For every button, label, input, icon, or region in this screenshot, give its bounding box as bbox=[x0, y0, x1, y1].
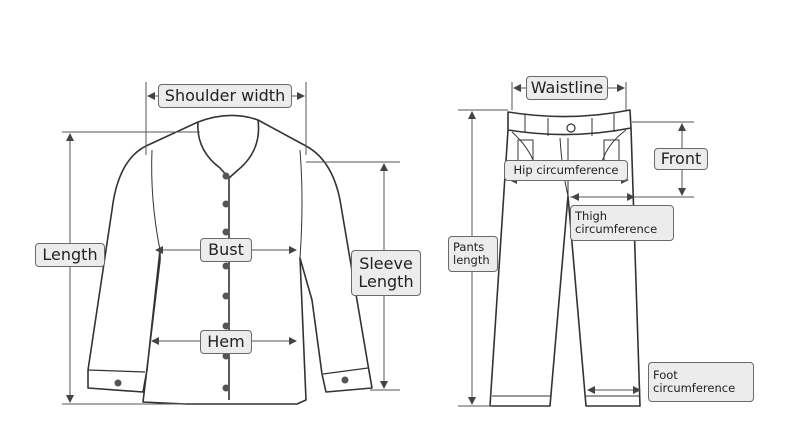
bust-label: Bust bbox=[200, 238, 252, 262]
shirt-outline bbox=[87, 114, 373, 405]
button-dot bbox=[222, 200, 230, 208]
pants-outline bbox=[489, 109, 641, 407]
button-dot bbox=[222, 292, 230, 300]
button-dot bbox=[222, 384, 230, 392]
button-dot bbox=[222, 172, 230, 180]
waist-button bbox=[566, 123, 576, 133]
hip-circumference-label: Hip circumference bbox=[504, 160, 628, 181]
button-dot bbox=[222, 322, 230, 330]
cuff-button-dot bbox=[341, 376, 349, 384]
front-label: Front bbox=[654, 148, 708, 170]
waistline-label: Waistline bbox=[526, 76, 608, 100]
thigh-circumference-label: Thigh circumference bbox=[570, 205, 674, 241]
sleeve-length-label: Sleeve Length bbox=[351, 250, 421, 296]
button-dot bbox=[222, 228, 230, 236]
foot-circumference-label: Foot circumference bbox=[648, 362, 754, 402]
button-dot bbox=[222, 262, 230, 270]
cuff-button-dot bbox=[114, 379, 122, 387]
shirt-buttons bbox=[114, 172, 349, 392]
hem-label: Hem bbox=[200, 330, 252, 354]
pants-guides bbox=[458, 82, 694, 407]
pants-length-label: Pants length bbox=[448, 236, 498, 272]
shoulder-width-label: Shoulder width bbox=[158, 84, 292, 108]
button-dot bbox=[222, 352, 230, 360]
length-label: Length bbox=[35, 243, 105, 267]
